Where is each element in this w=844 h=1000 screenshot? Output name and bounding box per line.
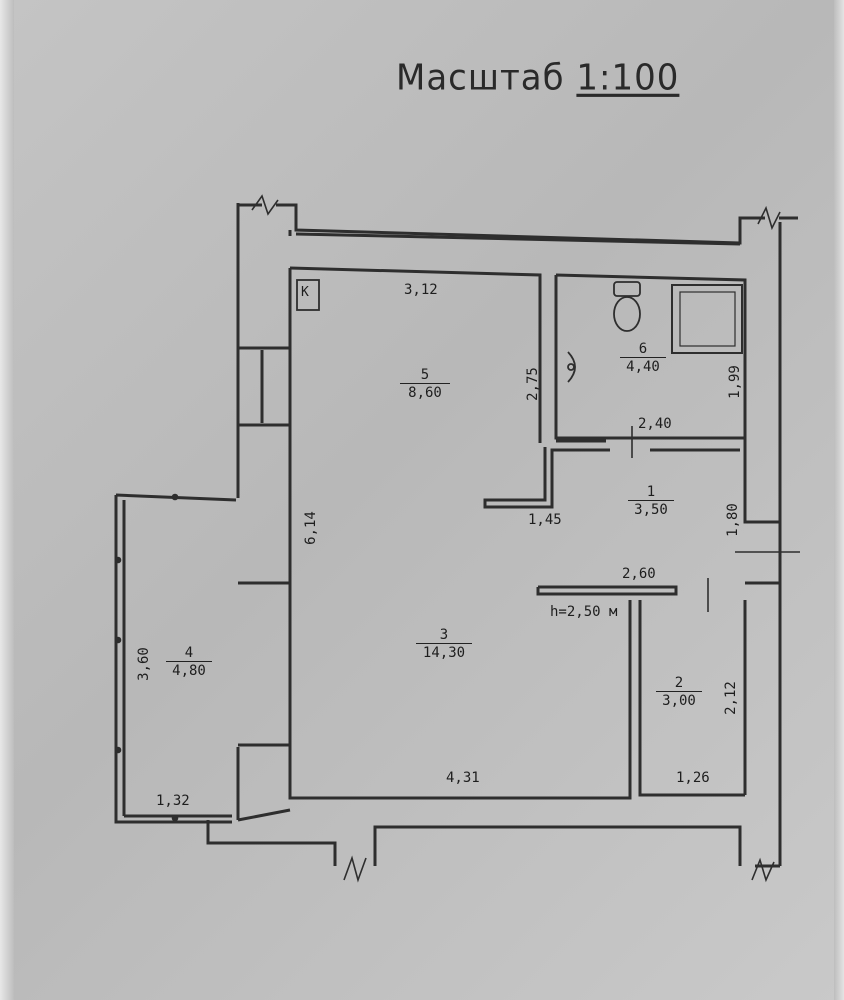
break-mark-bottom-right [751, 857, 775, 883]
wall-top-outer [236, 203, 798, 245]
balcony-post [171, 493, 179, 501]
dim-2-40: 2,40 [638, 416, 672, 432]
balcony-post [114, 746, 122, 754]
toilet-icon [613, 281, 641, 332]
sheet-right-edge [834, 0, 844, 1000]
scale-title: Масштаб 1:100 [396, 57, 679, 99]
balcony-post [114, 636, 122, 644]
room-number: 3 [416, 628, 472, 644]
dim-1-32: 1,32 [156, 793, 190, 809]
room-4: 4 4,80 [166, 646, 212, 679]
wall-corridor-bottom [536, 585, 678, 596]
break-mark-bottom [343, 855, 367, 883]
dim-1-80: 1,80 [724, 503, 741, 537]
dim-3-12: 3,12 [404, 282, 438, 298]
balcony-post [171, 814, 179, 822]
break-mark-top-right [757, 205, 781, 231]
room-2: 2 3,00 [656, 676, 702, 709]
sink-icon [567, 351, 576, 383]
scale-value: 1:100 [576, 57, 680, 99]
bathtub-icon [671, 284, 743, 354]
dim-1-45: 1,45 [528, 512, 562, 528]
ceiling-height: h=2,50 м [550, 604, 618, 620]
room-3: 3 14,30 [416, 628, 472, 661]
room-area: 4,80 [172, 663, 206, 679]
room-6: 6 4,40 [620, 342, 666, 375]
room-1: 1 3,50 [628, 485, 674, 518]
dim-2-75: 2,75 [524, 367, 541, 401]
dim-4-31: 4,31 [446, 770, 480, 786]
break-mark-top-left [251, 194, 279, 216]
room-area: 3,00 [662, 693, 696, 709]
wall-bottom-inner [237, 808, 291, 822]
dim-2-12: 2,12 [722, 681, 739, 715]
room-number: 6 [620, 342, 666, 358]
dim-6-14: 6,14 [302, 511, 319, 545]
dim-3-60: 3,60 [135, 647, 152, 681]
wall-room3 [288, 268, 632, 800]
sheet-left-edge [0, 0, 14, 1000]
wall-main-inner [289, 266, 747, 443]
room-number: 1 [628, 485, 674, 501]
balcony-post [114, 556, 122, 564]
kitchen-box [296, 279, 320, 311]
room-number: 5 [400, 368, 450, 384]
room-number: 4 [166, 646, 212, 662]
wall-corridor-left [483, 447, 610, 509]
room-area: 4,40 [626, 359, 660, 375]
wall-bottom [206, 820, 780, 868]
dim-2-60: 2,60 [622, 566, 656, 582]
room-area: 14,30 [422, 645, 466, 661]
room-area: 3,50 [634, 502, 668, 518]
dim-1-26: 1,26 [676, 770, 710, 786]
wall-right-inner [743, 280, 780, 585]
wall-right-lower [638, 600, 747, 797]
scale-label: Масштаб [396, 57, 565, 99]
kitchen-mark: К [301, 285, 309, 300]
room-area: 8,60 [408, 385, 442, 401]
wall-top-line [295, 232, 741, 246]
wall-left-inner [238, 346, 290, 747]
room-5: 5 8,60 [400, 368, 450, 401]
dim-1-99: 1,99 [726, 365, 743, 399]
room-number: 2 [656, 676, 702, 692]
